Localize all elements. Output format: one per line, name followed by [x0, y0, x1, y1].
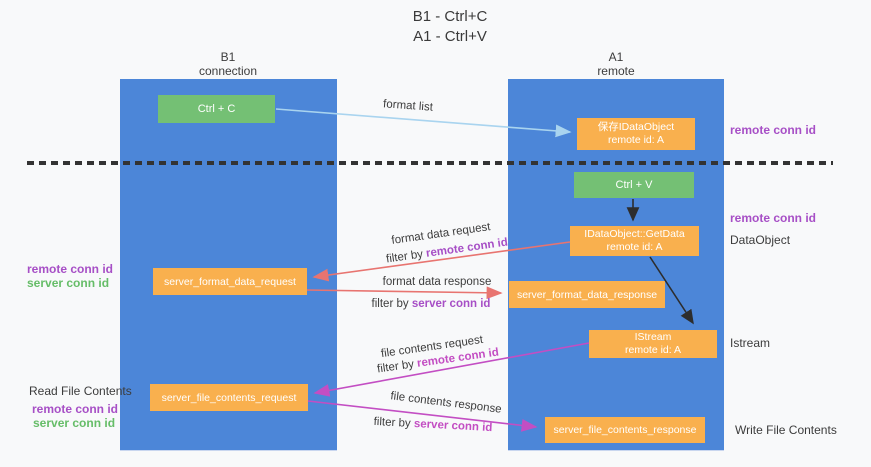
box-getdata-line1: IDataObject::GetData [584, 228, 685, 240]
lane-a1-role: remote [597, 64, 635, 78]
box-getdata-line2: remote id: A [606, 241, 663, 253]
phase-separator-dashed-line [27, 161, 833, 165]
lane-header-b1: B1 connection [158, 50, 298, 78]
box-server-file-contents-response: server_file_contents_response [545, 417, 705, 443]
label-fdr-filter-prefix: filter by [385, 247, 427, 266]
label-fcresp-filter-key: server conn id [413, 418, 493, 435]
lane-header-a1: A1 remote [546, 50, 686, 78]
box-ctrl-v: Ctrl + V [574, 172, 694, 198]
label-format-data-response-filter: filter by server conn id [372, 298, 491, 310]
label-fdresp-filter-key: server conn id [411, 298, 491, 310]
left-note-remote-conn-id-1: remote conn id [27, 262, 114, 276]
left-note-read-file-contents: Read File Contents [29, 384, 132, 398]
box-file-response-label: server_file_contents_response [553, 424, 697, 436]
box-ctrl-c: Ctrl + C [158, 95, 275, 123]
box-server-format-data-request: server_format_data_request [153, 268, 307, 295]
right-note-write-file-contents: Write File Contents [735, 423, 837, 437]
box-istream-line1: IStream [634, 331, 672, 343]
box-istream-line2: remote id: A [624, 344, 682, 356]
box-server-format-data-response: server_format_data_response [509, 281, 665, 308]
label-fcresp-filter-prefix: filter by [373, 415, 415, 430]
box-ctrl-c-label: Ctrl + C [197, 103, 236, 115]
right-note-istream: Istream [730, 336, 771, 350]
box-save-idataobject: 保存IDataObject remote id: A [577, 118, 695, 150]
box-istream: IStream remote id: A [589, 330, 717, 358]
diagram-title: B1 - Ctrl+C A1 - Ctrl+V [90, 7, 810, 47]
box-save-idataobject-line1: 保存IDataObject [597, 121, 675, 133]
diagram-title-line1: B1 - Ctrl+C [412, 8, 488, 25]
box-file-request-label: server_file_contents_request [161, 391, 297, 404]
box-server-file-contents-request: server_file_contents_request [150, 384, 308, 411]
box-ctrl-v-label: Ctrl + V [615, 179, 653, 191]
lane-b1-name: B1 [220, 50, 236, 64]
box-idataobject-getdata: IDataObject::GetData remote id: A [570, 226, 699, 256]
left-note-server-conn-id-1: server conn id [27, 276, 110, 290]
label-format-list: format list [382, 98, 434, 114]
right-note-remote-conn-id-2: remote conn id [730, 211, 817, 225]
left-note-remote-conn-id-2: remote conn id [32, 402, 119, 416]
right-note-remote-conn-id-1: remote conn id [730, 123, 817, 137]
label-format-data-response: format data response [382, 276, 492, 288]
left-note-server-conn-id-2: server conn id [33, 416, 116, 430]
lane-b1-role: connection [198, 64, 258, 78]
box-save-idataobject-line2: remote id: A [607, 134, 665, 146]
lane-a1-name: A1 [608, 50, 624, 64]
box-format-request-label: server_format_data_request [164, 275, 296, 288]
label-fdresp-filter-prefix: filter by [371, 298, 412, 310]
right-note-dataobject: DataObject [730, 233, 791, 247]
label-fcr-filter-prefix: filter by [376, 357, 418, 376]
label-file-contents-response: file contents response [389, 390, 503, 416]
box-format-response-label: server_format_data_response [516, 288, 658, 301]
diagram-title-line2: A1 - Ctrl+V [413, 28, 487, 45]
label-file-contents-response-filter: filter by server conn id [373, 416, 492, 434]
